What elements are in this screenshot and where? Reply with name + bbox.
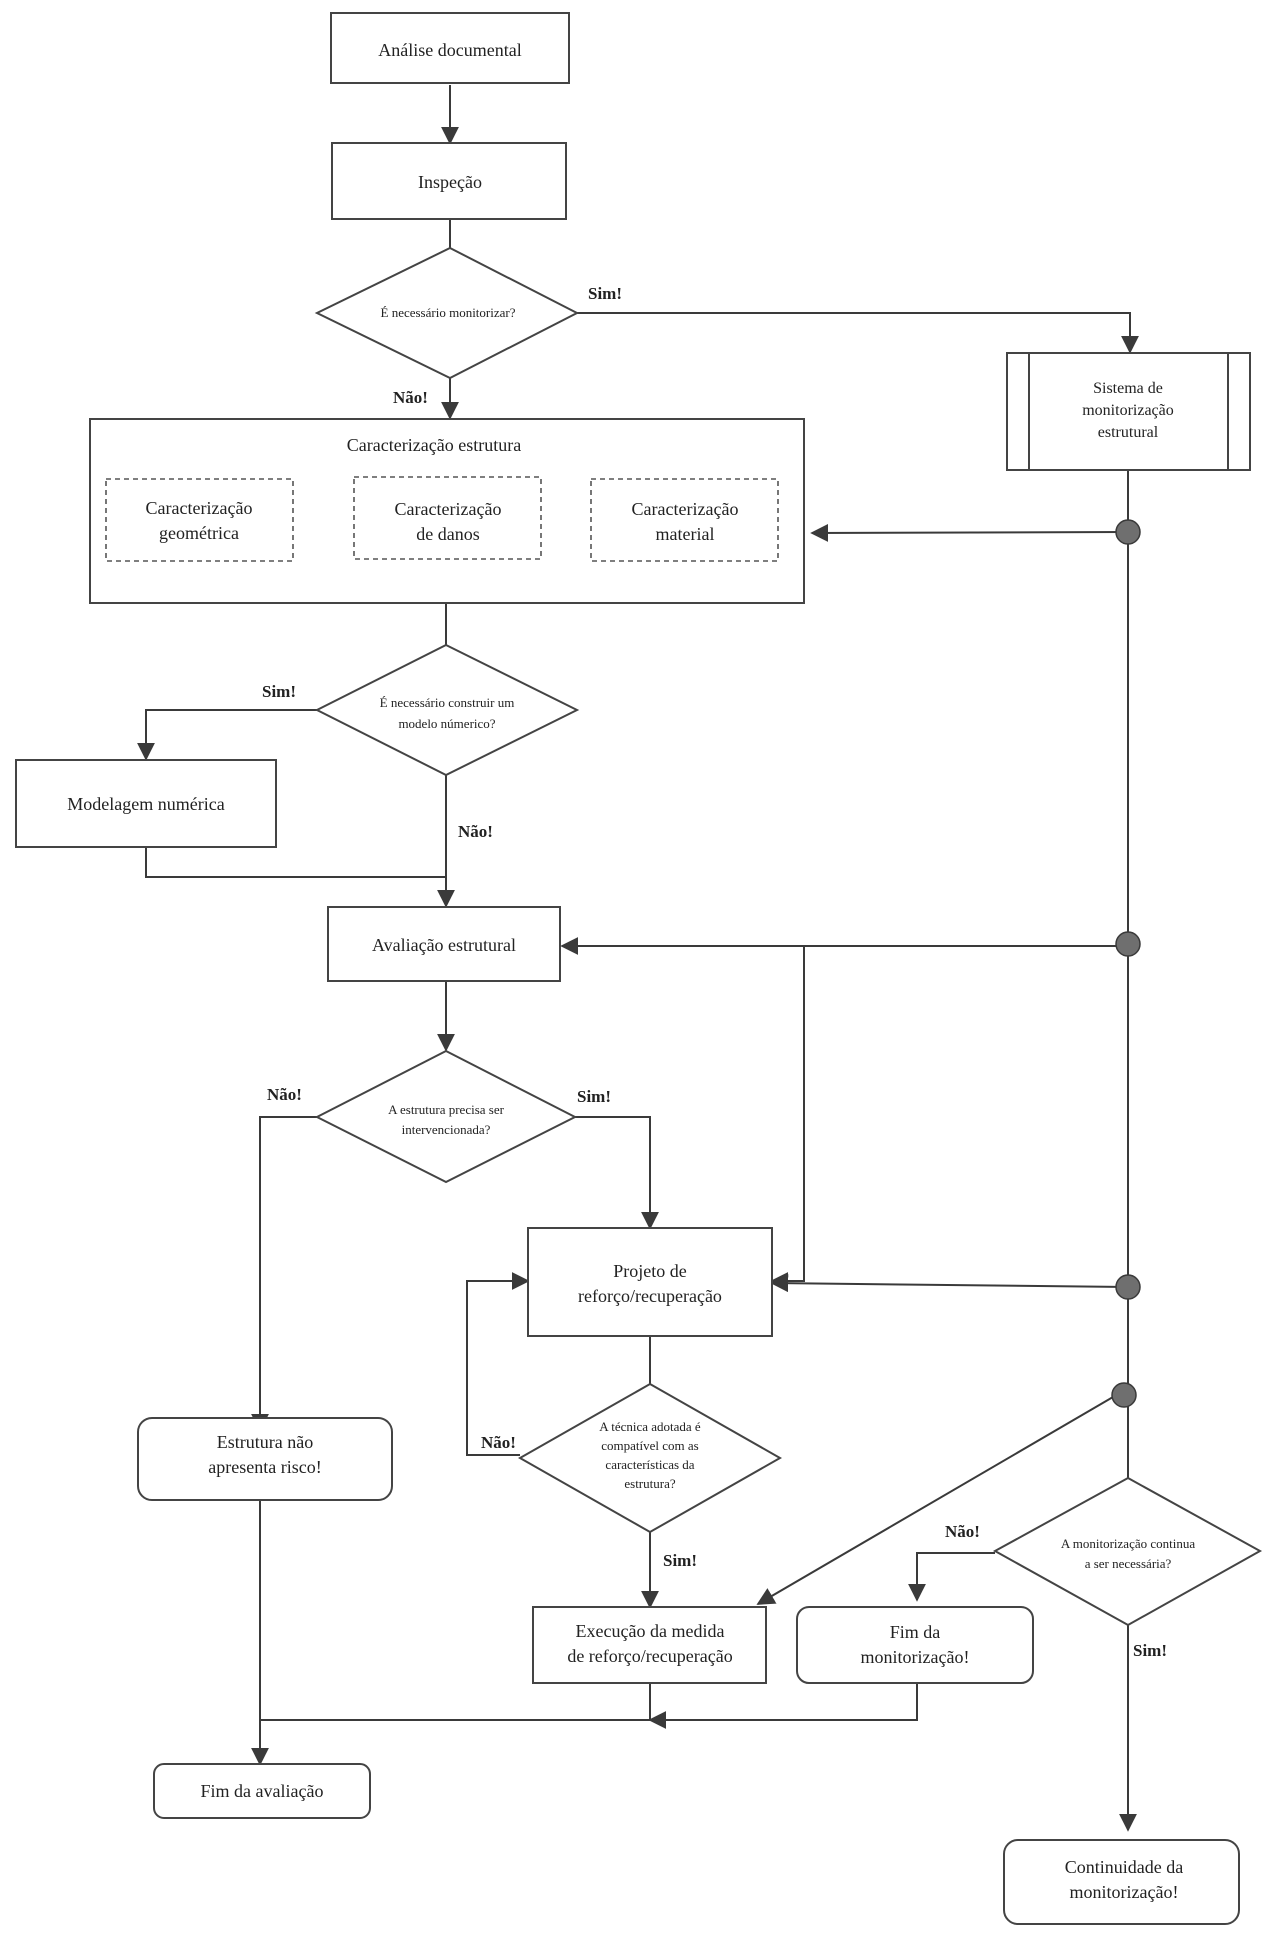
node-label: geométrica xyxy=(159,523,239,543)
edge-decision5-fim-monitorizacao xyxy=(908,1552,995,1602)
label-sim: Sim! xyxy=(663,1551,697,1570)
node-label: estrutura? xyxy=(624,1476,675,1491)
edge-fim-monitorizacao-join xyxy=(648,1684,918,1729)
subnode-caracterizacao-danos xyxy=(353,476,542,560)
node-estrutura-nao-apresenta-risco: Estrutura não apresenta risco! xyxy=(137,1417,393,1501)
label-nao: Não! xyxy=(267,1085,302,1104)
node-label: compatível com as xyxy=(601,1438,698,1453)
edge-decision2-modelagem xyxy=(137,709,317,761)
node-label: monitorização xyxy=(1082,402,1174,419)
edge-decision3-estrutura-ok xyxy=(251,1116,317,1432)
node-title: Caracterização estrutura xyxy=(347,435,521,455)
node-label: monitorização! xyxy=(861,1647,970,1667)
junction-dot xyxy=(1111,1382,1137,1408)
node-label: Inspeção xyxy=(418,172,482,192)
edge-monitor-projeto xyxy=(770,1274,1129,1293)
edges xyxy=(137,85,1139,1832)
node-sistema-monitorizacao: Sistema de monitorização estrutural xyxy=(1006,352,1251,471)
node-label: apresenta risco! xyxy=(208,1457,321,1477)
node-label: estrutural xyxy=(1098,424,1159,441)
decision-monitorizar: É necessário monitorizar? xyxy=(314,246,580,380)
node-inspecao: Inspeção xyxy=(331,142,567,220)
node-label: É necessário monitorizar? xyxy=(381,305,516,320)
node-label: Caracterização xyxy=(395,499,502,519)
node-label: Modelagem numérica xyxy=(67,794,224,814)
node-label: material xyxy=(656,524,715,544)
edge-decision4-projeto xyxy=(466,1272,530,1456)
node-label: A estrutura precisa ser xyxy=(388,1102,505,1117)
node-label: reforço/recuperação xyxy=(578,1286,722,1306)
edge-monitor-caracterizacao xyxy=(810,523,1129,542)
label-nao: Não! xyxy=(393,388,428,407)
node-avaliacao-estrutural: Avaliação estrutural xyxy=(327,906,561,982)
node-label: Avaliação estrutural xyxy=(372,935,516,955)
node-label: É necessário construir um xyxy=(380,695,515,710)
node-execucao-medida: Execução da medida de reforço/recuperaçã… xyxy=(532,1606,767,1684)
node-label: Execução da medida xyxy=(576,1621,725,1641)
decision-monitorizacao-necessaria: A monitorização continua a ser necessári… xyxy=(992,1476,1263,1627)
junctions xyxy=(1111,519,1141,1408)
node-label: características da xyxy=(605,1457,694,1472)
edge-decision1-sistema xyxy=(577,312,1139,354)
edge-labels: Sim! Não! Sim! Não! Não! Sim! Não! Sim! … xyxy=(262,284,1167,1660)
junction-dot xyxy=(1115,1274,1141,1300)
node-label: Fim da avaliação xyxy=(201,1781,324,1801)
label-sim: Sim! xyxy=(577,1087,611,1106)
node-label: A técnica adotada é xyxy=(599,1419,701,1434)
edge-modelagem-avaliacao xyxy=(145,848,446,878)
node-caracterizacao-estrutura: Caracterização estrutura Caracterização … xyxy=(89,418,805,604)
junction-dot xyxy=(1115,519,1141,545)
node-fim-monitorizacao: Fim da monitorização! xyxy=(796,1606,1034,1684)
node-projeto-reforco: Projeto de reforço/recuperação xyxy=(527,1227,773,1337)
node-fim-avaliacao: Fim da avaliação xyxy=(153,1763,371,1819)
node-label: monitorização! xyxy=(1070,1882,1179,1902)
decision-modelo-numerico: É necessário construir um modelo númeric… xyxy=(314,643,580,777)
edge-loop-projeto xyxy=(770,946,805,1290)
junction-dot xyxy=(1115,931,1141,957)
node-label: Caracterização xyxy=(146,498,253,518)
label-nao: Não! xyxy=(481,1433,516,1452)
label-sim: Sim! xyxy=(588,284,622,303)
node-label: Projeto de xyxy=(613,1261,687,1281)
label-sim: Sim! xyxy=(262,682,296,701)
node-label: de reforço/recuperação xyxy=(567,1646,732,1666)
node-label: Continuidade da xyxy=(1065,1857,1183,1877)
edge-monitor-execucao xyxy=(756,1396,1114,1605)
subnode-caracterizacao-material xyxy=(590,478,779,562)
label-nao: Não! xyxy=(458,822,493,841)
node-label: Estrutura não xyxy=(217,1432,313,1452)
node-label: de danos xyxy=(416,524,479,544)
node-label: A monitorização continua xyxy=(1061,1536,1196,1551)
label-nao: Não! xyxy=(945,1522,980,1541)
subnode-caracterizacao-geometrica xyxy=(105,478,294,562)
node-label: intervencionada? xyxy=(402,1122,491,1137)
node-label: Análise documental xyxy=(378,40,521,60)
decision-intervencionada: A estrutura precisa ser intervencionada? xyxy=(314,1049,578,1184)
edge-decision3-projeto xyxy=(575,1116,659,1230)
node-label: modelo númerico? xyxy=(398,716,495,731)
node-continuidade-monitorizacao: Continuidade da monitorização! xyxy=(1003,1839,1240,1925)
node-analise-documental: Análise documental xyxy=(330,12,570,84)
node-label: Sistema de xyxy=(1093,380,1163,397)
node-modelagem-numerica: Modelagem numérica xyxy=(15,759,277,848)
node-label: Fim da xyxy=(890,1622,941,1642)
node-label: Caracterização xyxy=(632,499,739,519)
decision-tecnica-compativel: A técnica adotada é compatível com as ca… xyxy=(517,1382,783,1534)
node-label: a ser necessária? xyxy=(1085,1556,1172,1571)
label-sim: Sim! xyxy=(1133,1641,1167,1660)
